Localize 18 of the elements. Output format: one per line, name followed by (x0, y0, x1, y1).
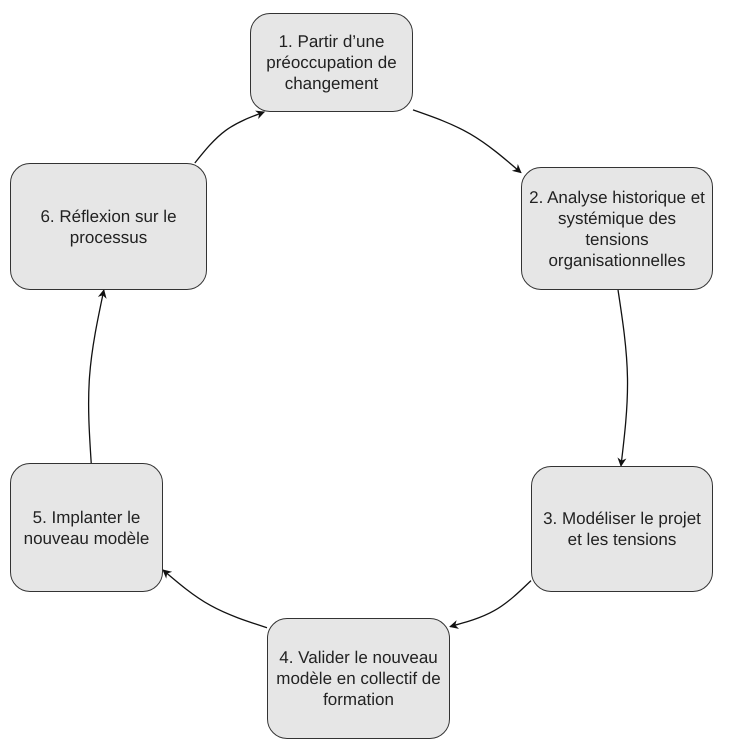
step-label: 2. Analyse historique et systémique des tensions organisationnelles (528, 186, 706, 270)
process-box (10, 463, 163, 592)
process-box (267, 618, 450, 739)
arrow (88, 289, 107, 464)
arrow (412, 109, 522, 174)
step-label: 6. Réflexion sur le processus (39, 206, 178, 248)
arrow (194, 110, 266, 164)
step-label: 3. Modéliser le projet et les tensions (542, 508, 702, 550)
arrow (449, 580, 532, 629)
process-box (521, 167, 713, 290)
process-box (250, 13, 413, 112)
process-box (531, 466, 713, 592)
step-label: 1. Partir d’une préoccupation de changement (265, 31, 398, 94)
arrow (617, 290, 628, 467)
process-box (10, 163, 207, 290)
step-label: 5. Implanter le nouveau modèle (22, 506, 150, 548)
arrow (162, 569, 268, 628)
step-label: 4. Valider le nouveau modèle en collectif de formation (275, 647, 442, 710)
